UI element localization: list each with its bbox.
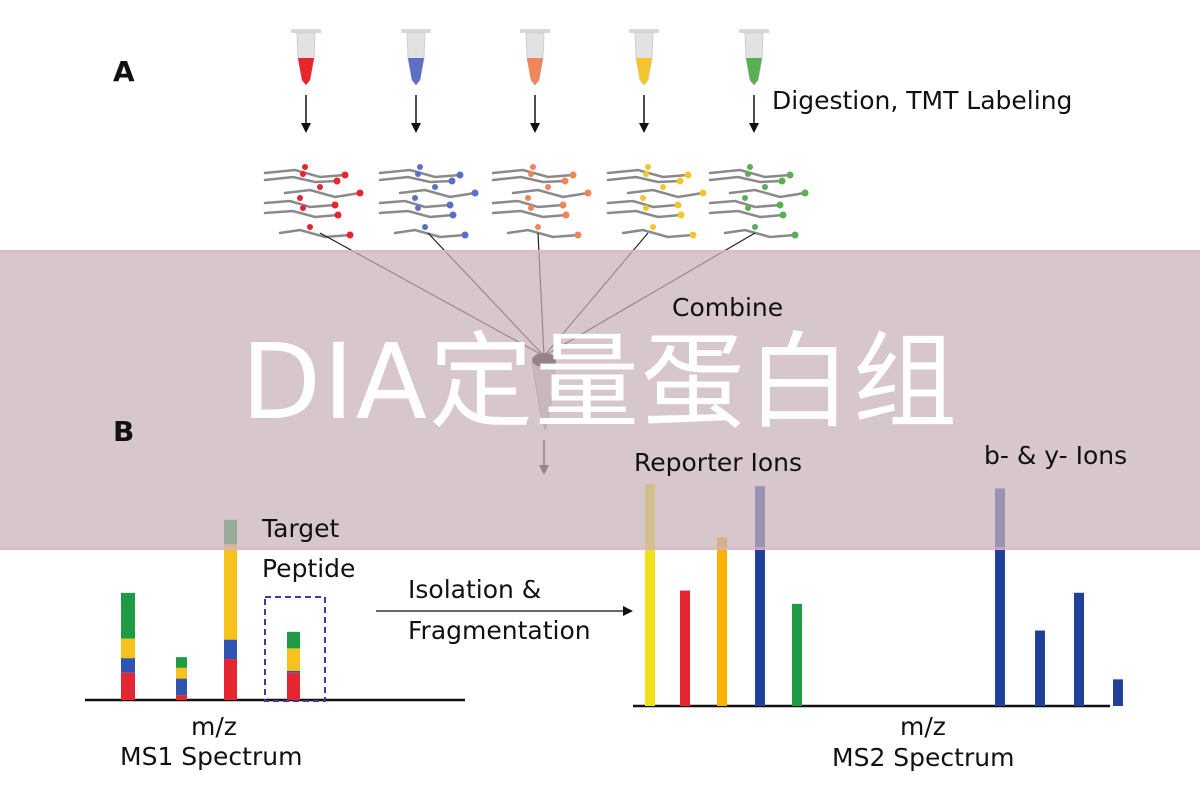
sample-orange-tube (520, 29, 550, 133)
panel-label-b: B (113, 415, 135, 448)
ms2-title: MS2 Spectrum (832, 743, 1015, 772)
watermark-banner (0, 250, 1200, 550)
ms1-bar-segment-green (176, 657, 187, 668)
by-ions-label: b- & y- Ions (984, 441, 1128, 470)
ms1-bar-segment-green (287, 631, 300, 649)
ms1-bar-segment-yellow (176, 667, 187, 679)
digestion-label: Digestion, TMT Labeling (772, 86, 1073, 115)
ms1-bar-segment-red (224, 659, 237, 700)
target-label-line2: Peptide (262, 554, 356, 583)
ms1-bar-segment-green (121, 592, 135, 639)
ms1-spectrum (85, 519, 465, 702)
reporter-ion-bar (717, 537, 727, 706)
by-ion-bar (1074, 592, 1084, 706)
ms1-axis-label: m/z (191, 712, 237, 741)
sample-blue-tube (401, 29, 431, 133)
ms1-bar-segment-blue (287, 670, 300, 673)
ms2-axis-label: m/z (900, 712, 946, 741)
ms1-bar-segment-yellow (121, 638, 135, 659)
reporter-ion-bar (792, 603, 802, 706)
sample-red-peptides (263, 164, 364, 239)
watermark-text: DIA定量蛋白组 (241, 321, 959, 443)
panel-label-a: A (113, 55, 135, 88)
isolation-label-line1: Isolation & (408, 575, 542, 604)
ms2-spectrum (633, 484, 1123, 708)
ms1-bar-segment-red (287, 672, 300, 700)
sample-orange-peptides (491, 164, 592, 239)
ms1-title: MS1 Spectrum (120, 742, 303, 771)
sample-yellow-peptides (606, 164, 707, 239)
reporter-ions-label: Reporter Ions (634, 448, 803, 477)
target-label-line1: Target (262, 514, 340, 543)
ms1-bar-segment-blue (224, 639, 237, 660)
sample-tubes (291, 29, 769, 133)
sample-green-peptides (708, 164, 809, 239)
combine-label: Combine (672, 293, 784, 322)
sample-blue-peptides (378, 164, 479, 239)
by-ion-bar (1113, 679, 1123, 706)
ms1-bar-segment-yellow (224, 544, 237, 640)
by-ion-bar (1035, 630, 1045, 706)
reporter-ion-bar (755, 486, 765, 706)
reporter-ion-bar (680, 590, 690, 706)
reporter-ion-bar (645, 484, 655, 706)
peptide-clusters (263, 164, 809, 239)
sample-red-tube (291, 29, 321, 133)
target-peptide-box (264, 596, 326, 702)
ms1-bar-segment-yellow (287, 648, 300, 671)
ms1-bar-segment-blue (176, 678, 187, 696)
sample-yellow-tube (629, 29, 659, 133)
ms1-bar-segment-red (121, 672, 135, 700)
sample-green-tube (739, 29, 769, 133)
isolation-label-line2: Fragmentation (408, 616, 591, 645)
ms1-bar-segment-blue (121, 658, 135, 673)
ms1-bar-segment-red (176, 695, 187, 700)
by-ion-bar (995, 488, 1005, 706)
